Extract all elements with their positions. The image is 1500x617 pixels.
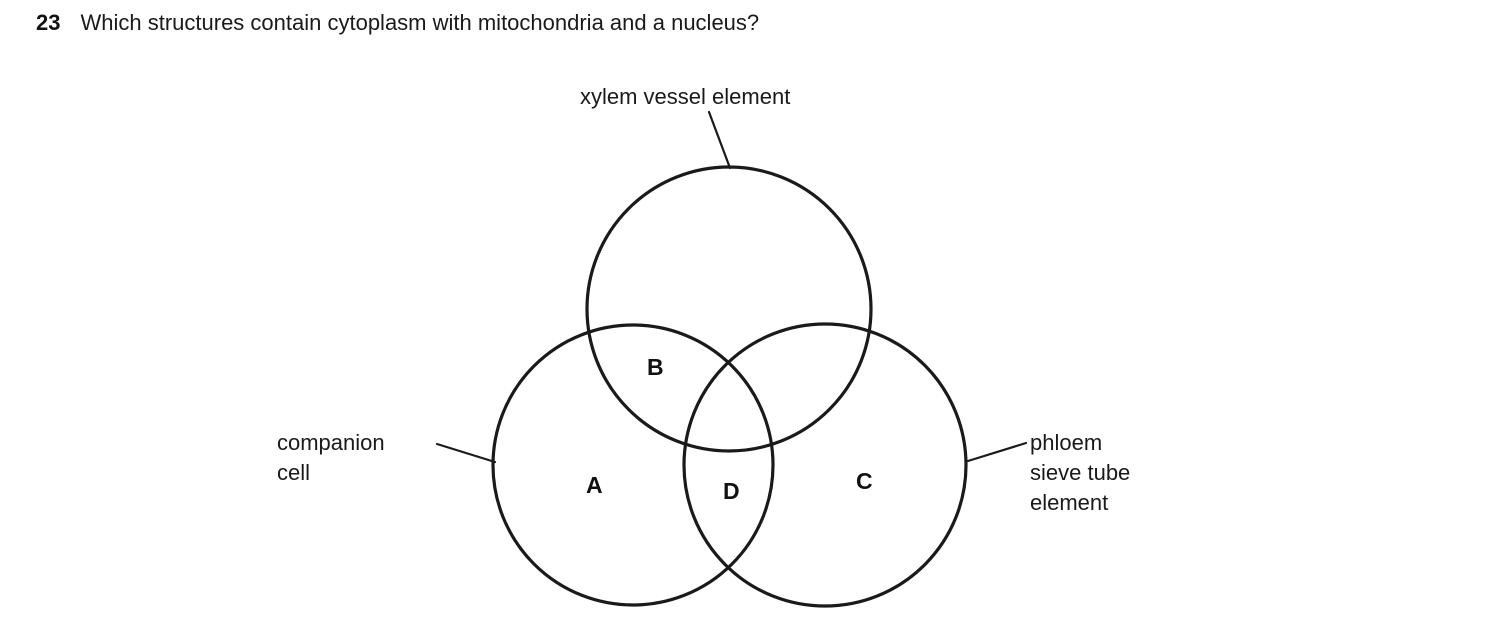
region-label-d: D (723, 478, 740, 504)
region-label-c: C (856, 468, 873, 494)
region-label-b: B (647, 354, 664, 380)
leader-line-companion-cell (435, 442, 497, 464)
leader-line-xylem (707, 110, 732, 170)
leader-line-phloem (966, 441, 1028, 463)
circle-xylem-vessel-element (585, 165, 873, 453)
region-label-a: A (586, 472, 603, 498)
label-phloem-sieve-tube-element: phloem sieve tube element (1030, 430, 1131, 515)
circle-phloem-sieve-tube-element (682, 322, 968, 608)
question-number: 23 (36, 10, 61, 35)
label-xylem-vessel-element: xylem vessel element (580, 84, 791, 109)
circle-companion-cell (491, 323, 775, 607)
question-header: 23 Which structures contain cytoplasm wi… (36, 8, 759, 38)
question-text: Which structures contain cytoplasm with … (80, 10, 760, 35)
label-companion-cell: companion cell (277, 430, 385, 485)
